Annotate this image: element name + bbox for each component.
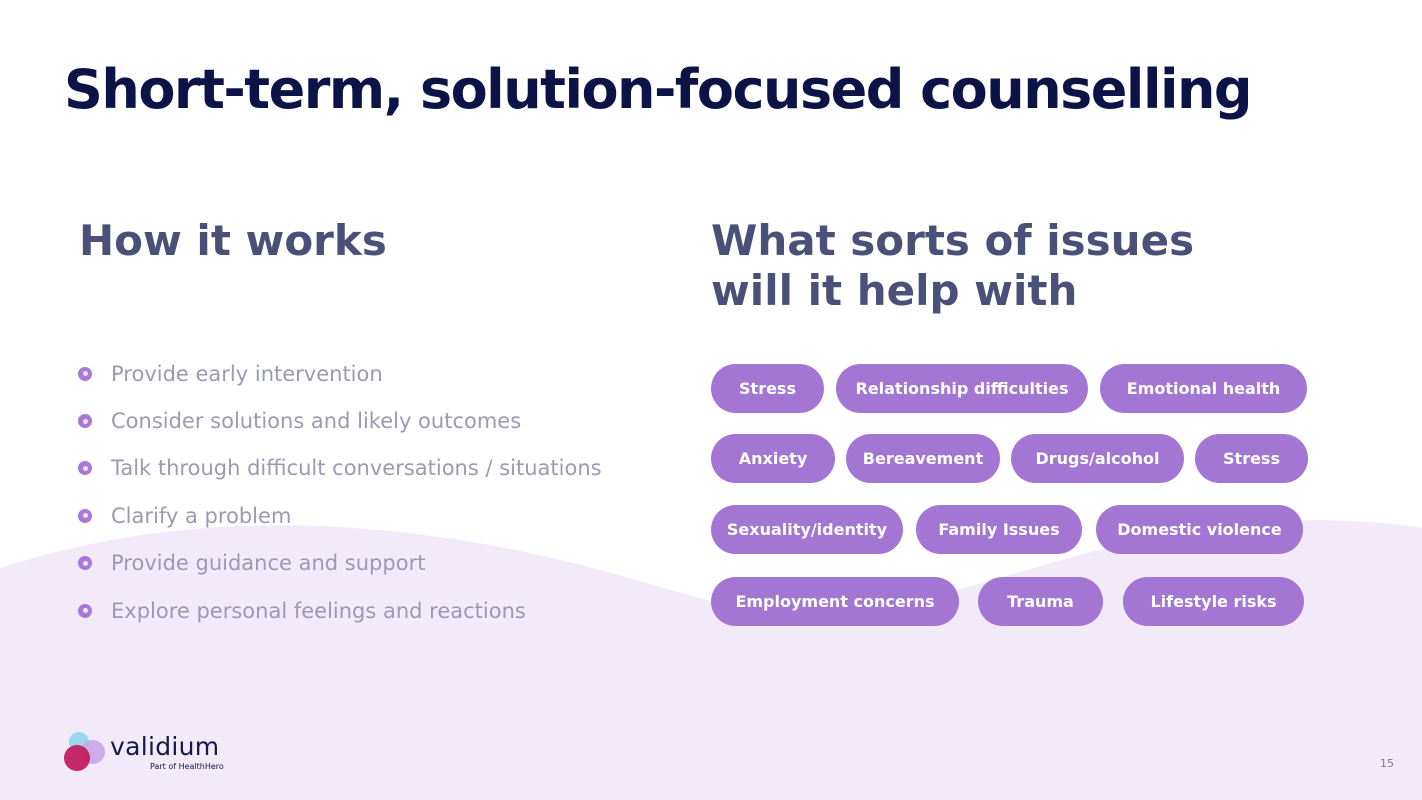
- issue-tag: Family Issues: [916, 505, 1082, 554]
- bullet-icon: [78, 603, 92, 618]
- issue-tag: Stress: [1195, 434, 1308, 483]
- issue-tag: Drugs/alcohol: [1011, 434, 1184, 483]
- list-item: Provide guidance and support: [78, 540, 602, 587]
- issue-tag: Lifestyle risks: [1123, 577, 1304, 626]
- issue-tag-row-4: Employment concerns Trauma Lifestyle ris…: [711, 577, 1304, 626]
- issue-tag: Stress: [711, 364, 824, 413]
- issue-tag-row-3: Sexuality/identity Family Issues Domesti…: [711, 505, 1303, 554]
- list-item: Consider solutions and likely outcomes: [78, 397, 602, 444]
- bullet-text: Clarify a problem: [111, 503, 292, 528]
- bullet-icon: [78, 508, 92, 523]
- issue-tag: Bereavement: [846, 434, 1000, 483]
- bullet-text: Consider solutions and likely outcomes: [111, 409, 522, 434]
- issues-heading-line-1: What sorts of issues: [711, 216, 1195, 265]
- list-item: Clarify a problem: [78, 492, 602, 539]
- issue-tag: Trauma: [978, 577, 1103, 626]
- how-it-works-heading: How it works: [79, 216, 387, 265]
- list-item: Provide early intervention: [78, 350, 602, 397]
- bullet-text: Provide early intervention: [111, 361, 383, 386]
- bullet-icon: [78, 556, 92, 571]
- bullet-text: Talk through difficult conversations / s…: [111, 456, 602, 481]
- bullet-icon: [78, 366, 92, 381]
- issues-heading: What sorts of issues will it help with: [711, 216, 1311, 316]
- issue-tag: Sexuality/identity: [711, 505, 903, 554]
- how-it-works-list: Provide early intervention Consider solu…: [78, 350, 602, 634]
- issue-tag: Domestic violence: [1096, 505, 1303, 554]
- page-title: Short-term, solution-focused counselling: [64, 58, 1253, 121]
- issue-tag-row-2: Anxiety Bereavement Drugs/alcohol Stress: [711, 434, 1308, 483]
- issue-tag: Employment concerns: [711, 577, 959, 626]
- validium-logo: validium Part of HealthHero: [62, 728, 242, 778]
- bullet-text: Provide guidance and support: [111, 551, 426, 576]
- issues-heading-line-2: will it help with: [711, 266, 1078, 315]
- bullet-icon: [78, 414, 92, 429]
- issue-tag-row-1: Stress Relationship difficulties Emotion…: [711, 364, 1307, 413]
- issue-tag: Anxiety: [711, 434, 835, 483]
- bullet-icon: [78, 461, 92, 476]
- logo-wordmark: validium: [110, 732, 220, 761]
- bullet-text: Explore personal feelings and reactions: [111, 598, 526, 623]
- list-item: Explore personal feelings and reactions: [78, 587, 602, 634]
- issue-tag: Relationship difficulties: [836, 364, 1088, 413]
- logo-tagline: Part of HealthHero: [150, 762, 224, 771]
- logo-circles-icon: [64, 732, 105, 771]
- page-number: 15: [1380, 757, 1394, 770]
- list-item: Talk through difficult conversations / s…: [78, 445, 602, 492]
- issue-tag: Emotional health: [1100, 364, 1307, 413]
